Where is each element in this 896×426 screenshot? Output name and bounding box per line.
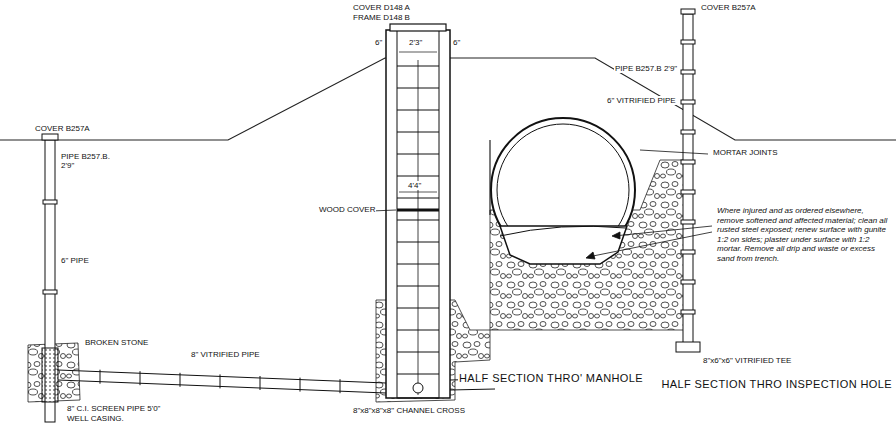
manhole xyxy=(386,24,450,398)
part-label: 8"x6"x6" VITRIFIED TEE xyxy=(702,356,792,365)
broken-stone-fill xyxy=(28,343,80,402)
part-label: MORTAR JOINTS xyxy=(712,148,779,157)
part-label: COVER D148 A xyxy=(352,3,411,12)
concrete-pipe xyxy=(491,118,635,264)
note-text: Where injured and as ordered elsewhere, … xyxy=(716,206,890,264)
dimension: 2'3" xyxy=(408,38,423,47)
vitrified-pipe xyxy=(58,380,386,393)
well-casing xyxy=(43,290,57,294)
manhole xyxy=(399,52,437,53)
manhole xyxy=(397,132,439,133)
leader-line xyxy=(612,232,620,239)
manhole xyxy=(397,286,439,287)
part-label: PIPE B257.B 2'9" xyxy=(614,64,680,73)
manhole xyxy=(397,308,439,309)
leader-line xyxy=(614,226,712,236)
inspection-pipe xyxy=(681,220,695,224)
manhole xyxy=(397,66,439,67)
well-casing xyxy=(42,348,58,402)
part-label: WOOD COVER xyxy=(318,205,376,214)
well-casing xyxy=(42,134,58,140)
part-label: BROKEN STONE xyxy=(84,338,149,347)
inspection-pipe xyxy=(676,9,700,352)
leader-line xyxy=(371,150,712,259)
part-label: 8" C.I. SCREEN PIPE 5'0" xyxy=(66,404,161,413)
inspection-pipe xyxy=(681,70,695,74)
part-label: PIPE B257.B. 2'9" xyxy=(60,152,114,170)
vitrified-pipe xyxy=(58,370,386,383)
manhole xyxy=(397,220,439,221)
section-title: HALF SECTION THRO' MANHOLE xyxy=(458,372,644,385)
manhole xyxy=(397,264,439,265)
manhole xyxy=(399,192,437,193)
manhole xyxy=(397,110,439,111)
inspection-pipe xyxy=(681,190,695,194)
inspection-pipe xyxy=(681,40,695,44)
vitrified-pipe xyxy=(100,370,101,384)
concrete-pipe xyxy=(500,226,626,236)
part-label: FRAME D148 B xyxy=(352,13,411,22)
inspection-pipe xyxy=(676,342,700,352)
section-title: HALF SECTION THRO INSPECTION HOLE xyxy=(660,378,893,391)
leader-line xyxy=(586,252,595,259)
vitrified-pipe xyxy=(300,378,301,392)
manhole xyxy=(397,330,439,331)
part-label: 6" VITRIFIED PIPE xyxy=(606,96,677,105)
inspection-pipe xyxy=(681,160,695,164)
part-label: COVER B257A xyxy=(700,3,757,12)
part-label: 8" VITRIFIED PIPE xyxy=(190,350,261,359)
manhole xyxy=(413,383,423,393)
ground-line xyxy=(489,140,490,215)
part-label: 8"x8"x8"x8" CHANNEL CROSS xyxy=(352,406,466,415)
vitrified-pipe xyxy=(260,376,261,390)
manhole xyxy=(397,88,439,89)
vitrified-pipe xyxy=(180,373,181,387)
manhole xyxy=(397,374,439,375)
inspection-pipe xyxy=(681,9,695,14)
part-label: COVER B257A xyxy=(34,124,91,133)
inspection-pipe xyxy=(681,130,695,134)
leader-line xyxy=(640,150,708,154)
dimension: 4'4" xyxy=(407,181,422,190)
inspection-pipe xyxy=(681,280,695,284)
dimension: 6" xyxy=(452,38,461,47)
vitrified-pipe xyxy=(340,379,341,393)
vitrified-pipe xyxy=(450,389,495,390)
manhole xyxy=(397,209,439,212)
manhole xyxy=(397,242,439,243)
vitrified-pipe xyxy=(220,374,221,388)
manhole xyxy=(397,30,439,398)
concrete-pipe xyxy=(500,226,627,264)
manhole xyxy=(386,30,450,398)
part-label: 6" PIPE xyxy=(60,256,90,265)
dimension: 6" xyxy=(374,38,383,47)
manhole xyxy=(397,154,439,155)
part-label: WELL CASING. xyxy=(66,414,125,423)
inspection-pipe xyxy=(681,100,695,104)
inspection-pipe xyxy=(681,250,695,254)
inspection-pipe xyxy=(681,310,695,314)
inspection-pipe xyxy=(683,14,693,350)
manhole xyxy=(397,176,439,177)
vitrified-pipe xyxy=(58,370,495,394)
leader-line xyxy=(588,232,712,257)
manhole xyxy=(397,198,439,199)
well-casing xyxy=(43,200,57,204)
well-casing xyxy=(42,134,58,422)
manhole xyxy=(397,352,439,353)
vitrified-pipe xyxy=(140,371,141,385)
manhole xyxy=(390,24,446,31)
